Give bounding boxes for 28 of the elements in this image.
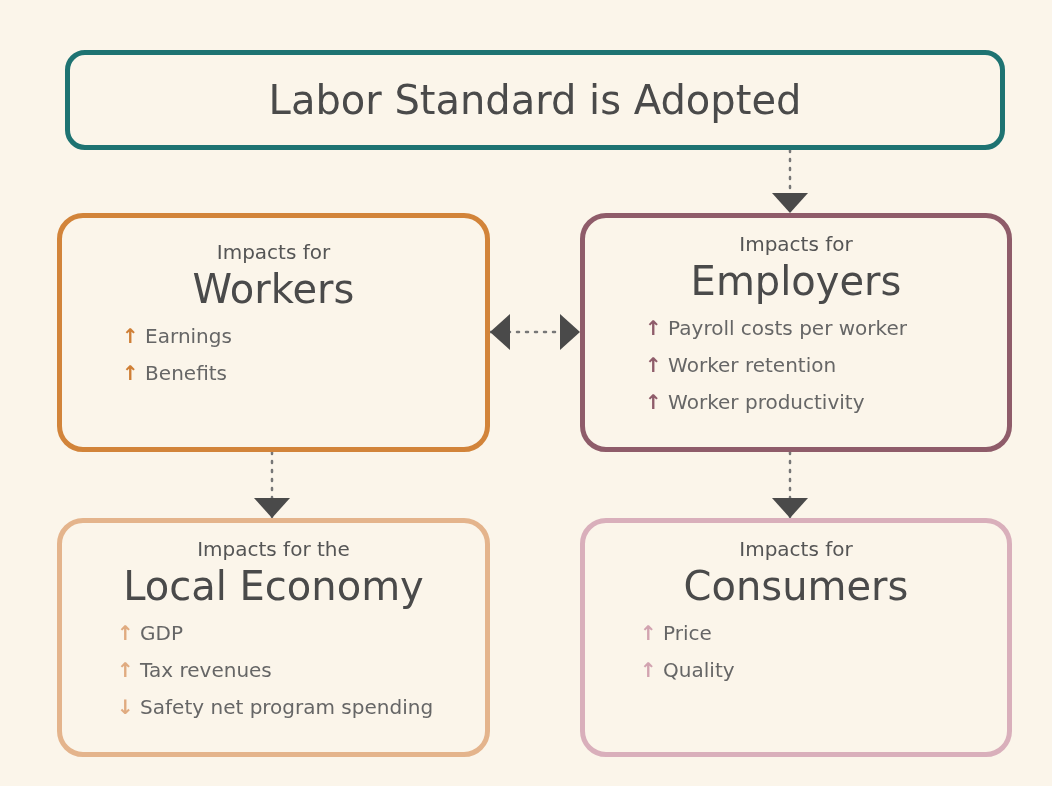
- box-subheading: Impacts for: [739, 537, 853, 561]
- impact-item: ↑ Price: [640, 621, 712, 645]
- impact-item: ↓ Safety net program spending: [117, 695, 434, 719]
- impact-item: ↑ GDP: [117, 621, 184, 645]
- dotted-arrow: [254, 450, 290, 520]
- impact-item: ↑ Earnings: [122, 324, 232, 348]
- box-heading: Employers: [690, 258, 902, 304]
- impact-item: ↑ Benefits: [122, 361, 227, 385]
- impact-box: [57, 213, 490, 452]
- impact-item: ↑ Payroll costs per worker: [645, 316, 907, 340]
- box-heading: Workers: [192, 266, 355, 312]
- dotted-arrow: [772, 450, 808, 520]
- impact-item: ↑ Worker retention: [645, 353, 837, 377]
- box-subheading: Impacts for: [739, 232, 853, 256]
- impact-box: [580, 518, 1012, 757]
- dotted-arrow: [488, 314, 582, 350]
- impact-item: ↑ Tax revenues: [117, 658, 272, 682]
- impact-box: [580, 213, 1012, 452]
- box-heading: Local Economy: [123, 563, 424, 609]
- box-heading: Consumers: [683, 563, 909, 609]
- title-text: Labor Standard is Adopted: [268, 77, 802, 123]
- impact-item: ↑ Worker productivity: [645, 390, 865, 414]
- impact-box: [57, 518, 490, 757]
- impact-item: ↑ Quality: [640, 658, 735, 682]
- box-subheading: Impacts for the: [197, 537, 350, 561]
- dotted-arrow: [772, 148, 808, 215]
- box-subheading: Impacts for: [216, 240, 331, 264]
- title-box: [65, 50, 1005, 150]
